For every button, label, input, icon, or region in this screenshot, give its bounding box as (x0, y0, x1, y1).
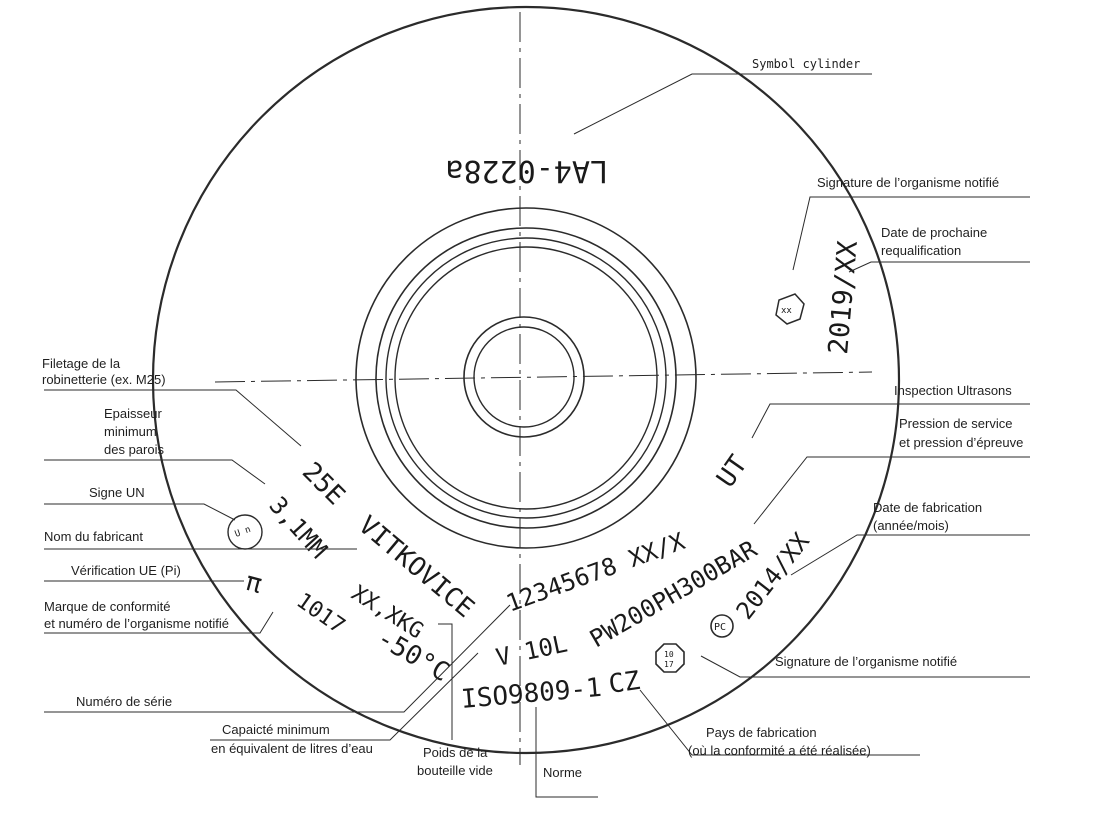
un-sign: U n (227, 514, 263, 550)
label-weight-2: bouteille vide (417, 763, 493, 778)
label-pi: Vérification UE (Pi) (71, 563, 181, 578)
label-requal-2: requalification (881, 243, 961, 258)
label-country-2: (où la conformité a été réalisée) (688, 743, 871, 758)
leader-serial (44, 604, 511, 713)
stamp-ref-code: LA4-0228a (445, 153, 608, 188)
stamp-country: CZ (607, 666, 642, 700)
leader-country (639, 689, 920, 756)
label-maker: Nom du fabricant (44, 529, 143, 544)
mid-ring-3 (385, 237, 667, 519)
stamped-markings: LA4-0228a 2019/XX xx 25E 3,1MM U n VITKO… (227, 153, 864, 715)
pc-mark-text: PC (714, 622, 726, 633)
label-requal-1: Date de prochaine (881, 225, 987, 240)
label-wall-1: Epaisseur (104, 406, 162, 421)
label-country-1: Pays de fabrication (706, 725, 817, 740)
notified-body-seal: 10 17 (655, 643, 685, 673)
leader-norm (535, 707, 598, 798)
label-ut: Inspection Ultrasons (894, 383, 1012, 398)
requal-hexagon-mark: xx (781, 306, 792, 316)
label-un: Signe UN (89, 485, 145, 500)
mid-ring-2 (375, 227, 677, 529)
label-conf-1: Marque de conformité (44, 599, 170, 614)
outer-ring (151, 5, 901, 755)
seal-octagon-icon (655, 643, 685, 673)
label-symbol-cylinder: Symbol cylinder (752, 57, 860, 71)
label-serial: Numéro de série (76, 694, 172, 709)
stamp-thread: 25E (296, 457, 350, 511)
requal-hexagon-icon (775, 293, 805, 325)
label-conf-2: et numéro de l’organisme notifié (44, 616, 229, 631)
stamp-ut: UT (711, 450, 754, 493)
label-vol-2: en équivalent de litres d’eau (211, 741, 373, 756)
label-thread-2: robinetterie (ex. M25) (42, 372, 166, 387)
cylinder-rings (151, 5, 901, 755)
label-norm: Norme (543, 765, 582, 780)
label-wall-3: des parois (104, 442, 164, 457)
leader-ut (751, 403, 1030, 439)
leader-volume (210, 652, 479, 741)
stamp-conformity-number: 1017 (292, 588, 350, 639)
leader-conformity (44, 611, 274, 634)
label-press-1: Pression de service (899, 416, 1012, 431)
stamp-requal-date: 2019/XX (823, 240, 864, 356)
leader-symbol-cylinder (573, 73, 872, 135)
label-sig-bottom: Signature de l’organisme notifié (775, 654, 957, 669)
label-weight-1: Poids de la (423, 745, 488, 760)
label-thread-1: Filetage de la (42, 356, 121, 371)
pc-mark: PC (710, 614, 734, 638)
pc-circle-icon (710, 614, 734, 638)
mid-ring-outer (355, 207, 697, 549)
leader-wall (44, 459, 266, 485)
leader-requal (848, 261, 1030, 273)
seal-number-top: 10 (664, 650, 674, 659)
label-sig-top: Signature de l’organisme notifié (817, 175, 999, 190)
label-press-2: et pression d’épreuve (899, 435, 1023, 450)
leader-thread (44, 389, 302, 447)
leader-sig-bottom (700, 655, 1030, 678)
leader-weight (438, 623, 453, 740)
requal-signature-hexagon: xx (775, 293, 805, 325)
callout-labels: Symbol cylinder Signature de l’organisme… (42, 57, 1023, 780)
leader-un (44, 503, 236, 521)
label-vol-1: Capaicté minimum (222, 722, 330, 737)
label-wall-2: minimum (104, 424, 157, 439)
leader-mfg (790, 534, 1030, 576)
label-mfg-2: (année/mois) (873, 518, 949, 533)
leader-lines (44, 73, 1030, 798)
leader-pressure (753, 456, 1030, 525)
stamp-pi-mark: π (242, 567, 265, 600)
label-mfg-1: Date de fabrication (873, 500, 982, 515)
leader-sig-top (792, 196, 1030, 271)
stamp-volume: V 10L (493, 629, 569, 671)
mid-ring-4 (394, 246, 658, 510)
neck-ring-outer (463, 316, 585, 438)
horizontal-axis (214, 371, 873, 383)
seal-number-bottom: 17 (664, 660, 674, 669)
un-mark-text: U n (234, 525, 253, 540)
stamp-standard: ISO9809-1 (460, 673, 603, 715)
